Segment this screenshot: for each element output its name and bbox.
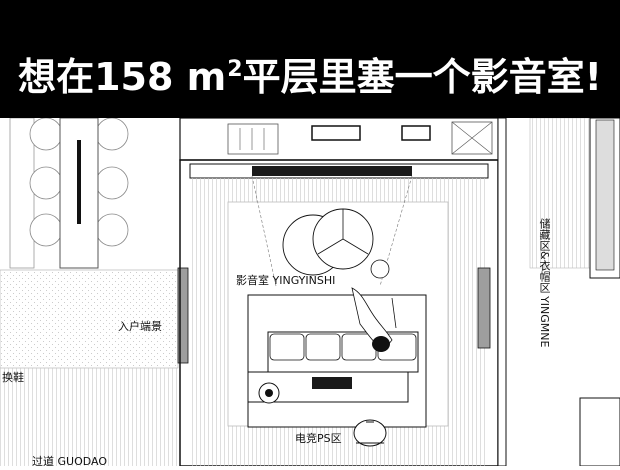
person-figure xyxy=(351,287,393,351)
wardrobe-doors xyxy=(595,119,615,271)
esports-chair xyxy=(353,419,387,447)
cooktop xyxy=(311,125,361,141)
left-sliding-panel xyxy=(177,267,189,364)
table-centre-strip xyxy=(77,140,81,224)
title-banner: 想在158 m2平层里塞一个影音室! xyxy=(0,0,620,118)
corridor-floor xyxy=(0,368,178,466)
chair xyxy=(95,213,129,247)
right-sliding-panel xyxy=(477,267,491,349)
corridor-label: 过道 GUODAO xyxy=(32,455,107,468)
banner-title: 想在158 m2平层里塞一个影音室! xyxy=(0,46,620,101)
sofa-cushion xyxy=(305,333,341,361)
esports-ps-label: 电竞PS区 xyxy=(295,432,342,445)
banner-title-rest: 平层里塞一个影音室! xyxy=(242,55,602,99)
side-stool xyxy=(370,259,390,279)
projector-screen xyxy=(252,166,412,176)
chair xyxy=(95,166,129,200)
left-wall-strip xyxy=(9,117,35,269)
chair xyxy=(29,213,63,247)
floor-plan-drawing xyxy=(0,117,620,467)
entry-scene-label: 入户端景 xyxy=(118,320,162,333)
sink xyxy=(227,123,279,155)
banner-title-superscript: 2 xyxy=(227,57,243,83)
storage-cloak-label: 储藏区&衣帽区 YINGMNE xyxy=(538,218,551,348)
person-head xyxy=(372,336,390,352)
floor-plan: 影音室 YINGYINSHI 入户端景 换鞋 储藏区&衣帽区 YINGMNE 电… xyxy=(0,117,620,468)
banner-title-main: 想在158 m xyxy=(18,55,227,99)
entry-scene-area xyxy=(0,269,179,369)
right-wall xyxy=(497,117,507,467)
oven xyxy=(401,125,431,141)
chair xyxy=(29,117,63,151)
sofa-cushion xyxy=(269,333,305,361)
shoe-change-label: 换鞋 xyxy=(2,371,24,384)
chair xyxy=(29,166,63,200)
media-room-label: 影音室 YINGYINSHI xyxy=(236,274,336,287)
right-lower-column xyxy=(579,397,620,467)
dining-table-group xyxy=(9,117,129,269)
game-console xyxy=(312,377,352,389)
chair xyxy=(95,117,129,151)
